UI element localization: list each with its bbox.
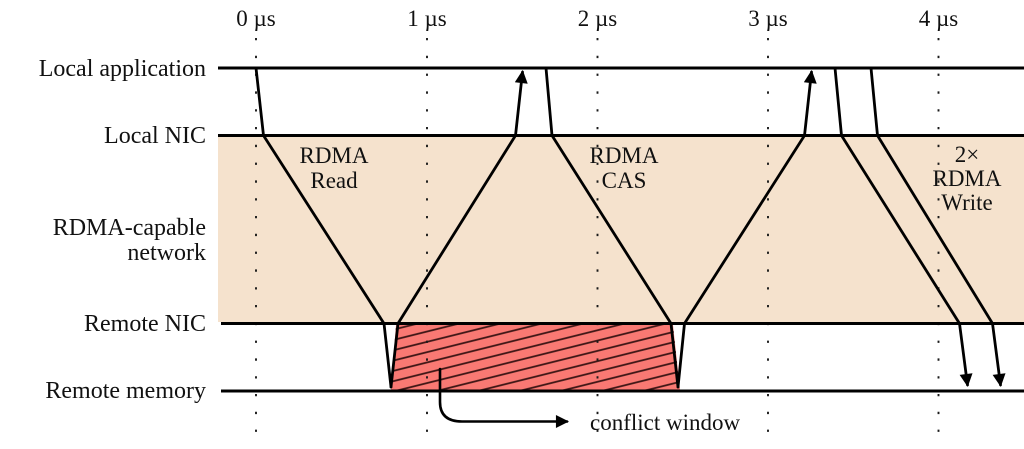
op-label-rdma-read-line1: RDMA — [299, 143, 368, 168]
op-label-rdma-cas-line2: CAS — [602, 168, 647, 193]
tick-label-4us: 4 µs — [919, 6, 959, 31]
lane-label-network-line2: network — [127, 240, 206, 266]
lane-label-local-nic: Local NIC — [104, 123, 206, 149]
operation-labels: RDMA Read RDMA CAS 2× RDMA Write — [299, 142, 1001, 215]
op-label-rdma-write-line3: Write — [941, 190, 992, 215]
rdma-write-1-line — [833, 66, 973, 387]
rdma-read-completion-arrow — [514, 70, 528, 137]
rdma-cas-completion-arrow — [803, 70, 817, 137]
time-axis: 0 µs 1 µs 2 µs 3 µs 4 µs — [236, 6, 958, 31]
op-label-rdma-write-line1: 2× — [955, 142, 979, 167]
tick-label-0us: 0 µs — [236, 6, 276, 31]
rdma-cas-request-line — [544, 66, 680, 389]
lane-label-remote-nic: Remote NIC — [84, 311, 206, 337]
lane-labels: Local application Local NIC RDMA-capable… — [39, 56, 206, 404]
rdma-write-2-line — [869, 66, 1006, 387]
rdma-cas-response-line — [676, 134, 806, 389]
lane-label-network-line1: RDMA-capable — [53, 215, 206, 241]
tick-label-3us: 3 µs — [748, 6, 788, 31]
lane-label-remote-memory: Remote memory — [45, 378, 206, 404]
op-label-rdma-write-line2: RDMA — [932, 166, 1001, 191]
op-label-rdma-read-line2: Read — [310, 168, 358, 193]
conflict-window-label: conflict window — [590, 410, 740, 435]
rdma-read-request-line — [254, 66, 393, 389]
conflict-window-pointer-arrow — [438, 367, 569, 428]
tick-label-1us: 1 µs — [407, 6, 447, 31]
lane-label-local-application: Local application — [39, 56, 206, 82]
rdma-read-response-line — [389, 134, 517, 389]
network-band — [218, 137, 1024, 322]
tick-label-2us: 2 µs — [578, 6, 618, 31]
conflict-window-region — [391, 325, 680, 390]
op-label-rdma-cas-line1: RDMA — [589, 143, 658, 168]
